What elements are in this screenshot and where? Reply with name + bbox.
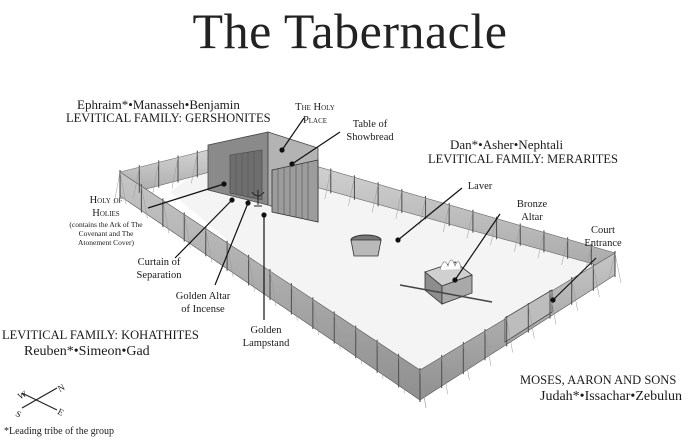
tent-rope [528, 304, 535, 339]
entrance-family: MOSES, AARON AND SONS [520, 373, 677, 387]
compass-rose [21, 387, 58, 411]
bronze-altar [399, 259, 493, 305]
tent-rope [113, 171, 121, 205]
north-tribes: Ephraim*•Manasseh•Benjamin [77, 97, 240, 112]
tent-rope [324, 170, 331, 200]
tent-rope [205, 228, 212, 263]
label-showbread-line1: Table of [352, 119, 388, 130]
tent-rope [608, 252, 616, 279]
label-holy-place-line2: Place [302, 115, 328, 126]
label-showbread: Table of Showbread [340, 118, 400, 144]
tent-rope [291, 285, 298, 321]
tent-rope [466, 211, 474, 239]
tent-rope [171, 157, 179, 189]
tent-rope [371, 184, 379, 213]
tent-rope [442, 204, 450, 233]
tent-rope [162, 200, 170, 234]
label-golden-altar: Golden Altar of Incense [163, 290, 243, 316]
tent-rope [119, 171, 127, 205]
tent-rope [593, 265, 600, 297]
tent-rope [152, 162, 159, 194]
east-family: LEVITICAL FAMILY: MERARITES [428, 152, 618, 166]
tent-rope [376, 341, 384, 379]
label-court-entrance-line1: Court [591, 225, 615, 236]
label-holy-of-holies: Holy of Holies (contains the Ark of The … [62, 194, 150, 247]
tent-rope [141, 186, 148, 219]
tent-rope [514, 225, 521, 252]
tent-rope [226, 242, 234, 277]
label-golden-altar-line2: of Incense [181, 304, 225, 315]
north-family: LEVITICAL FAMILY: GERSHONITES [66, 111, 271, 125]
tent-rope [614, 252, 622, 284]
footnote: *Leading tribe of the group [4, 426, 114, 437]
laver [350, 234, 382, 257]
tent-rope [133, 167, 140, 199]
label-holy-place: The Holy Place [290, 101, 340, 127]
label-holy-place-line1: The Holy [295, 102, 335, 113]
south-tribes: Reuben*•Simeon•Gad [24, 344, 150, 359]
label-bronze-altar: Bronze Altar [510, 198, 554, 224]
tent-rope [549, 291, 557, 325]
label-court-entrance-line2: Entrance [584, 238, 622, 249]
label-bronze-altar-line1: Bronze [516, 199, 548, 210]
tent-rope [561, 239, 568, 265]
tent-rope [419, 369, 427, 409]
label-holy-of-holies-note: (contains the Ark of The Covenant and Th… [69, 220, 143, 247]
label-bronze-altar-line2: Altar [521, 212, 543, 223]
label-holy-of-holies-line2: Holies [92, 208, 120, 219]
tent-rope [269, 270, 277, 307]
tent-rope [184, 214, 191, 248]
tent-rope [248, 256, 255, 292]
tent-rope [463, 343, 470, 381]
label-golden-altar-line1: Golden Altar [175, 291, 231, 302]
page-title: The Tabernacle [192, 3, 508, 59]
label-curtain-line2: Separation [136, 270, 182, 281]
label-lampstand-line2: Lampstand [242, 338, 290, 349]
entrance-tribes: Judah*•Issachar•Zebulun [540, 389, 682, 404]
label-curtain: Curtain of Separation [130, 256, 188, 282]
tent-rope [419, 197, 426, 226]
tent-rope [355, 327, 362, 365]
label-curtain-line1: Curtain of [137, 257, 181, 268]
tent-rope [490, 218, 497, 246]
label-lampstand: Golden Lampstand [236, 324, 296, 350]
tent-rope [506, 317, 513, 353]
tent-rope [334, 313, 341, 350]
tent-rope [571, 278, 578, 311]
tabernacle-tent [207, 131, 319, 223]
tent-rope [191, 152, 198, 184]
tent-rope [348, 177, 355, 206]
label-laver: Laver [467, 181, 493, 192]
tent-rope [484, 330, 492, 367]
label-holy-of-holies-line1: Holy of [89, 195, 123, 206]
label-showbread-line2: Showbread [346, 132, 394, 143]
label-court-entrance: Court Entrance [578, 224, 628, 250]
south-family: LEVITICAL FAMILY: KOHATHITES [2, 328, 199, 342]
tent-rope [441, 356, 448, 395]
tent-rope [395, 191, 403, 219]
tent-rope [398, 355, 405, 394]
east-tribes: Dan*•Asher•Nephtali [450, 137, 564, 152]
label-lampstand-line1: Golden [250, 325, 282, 336]
pointer-lines [147, 117, 597, 320]
tent-rope [537, 232, 545, 259]
tent-rope [312, 299, 320, 336]
